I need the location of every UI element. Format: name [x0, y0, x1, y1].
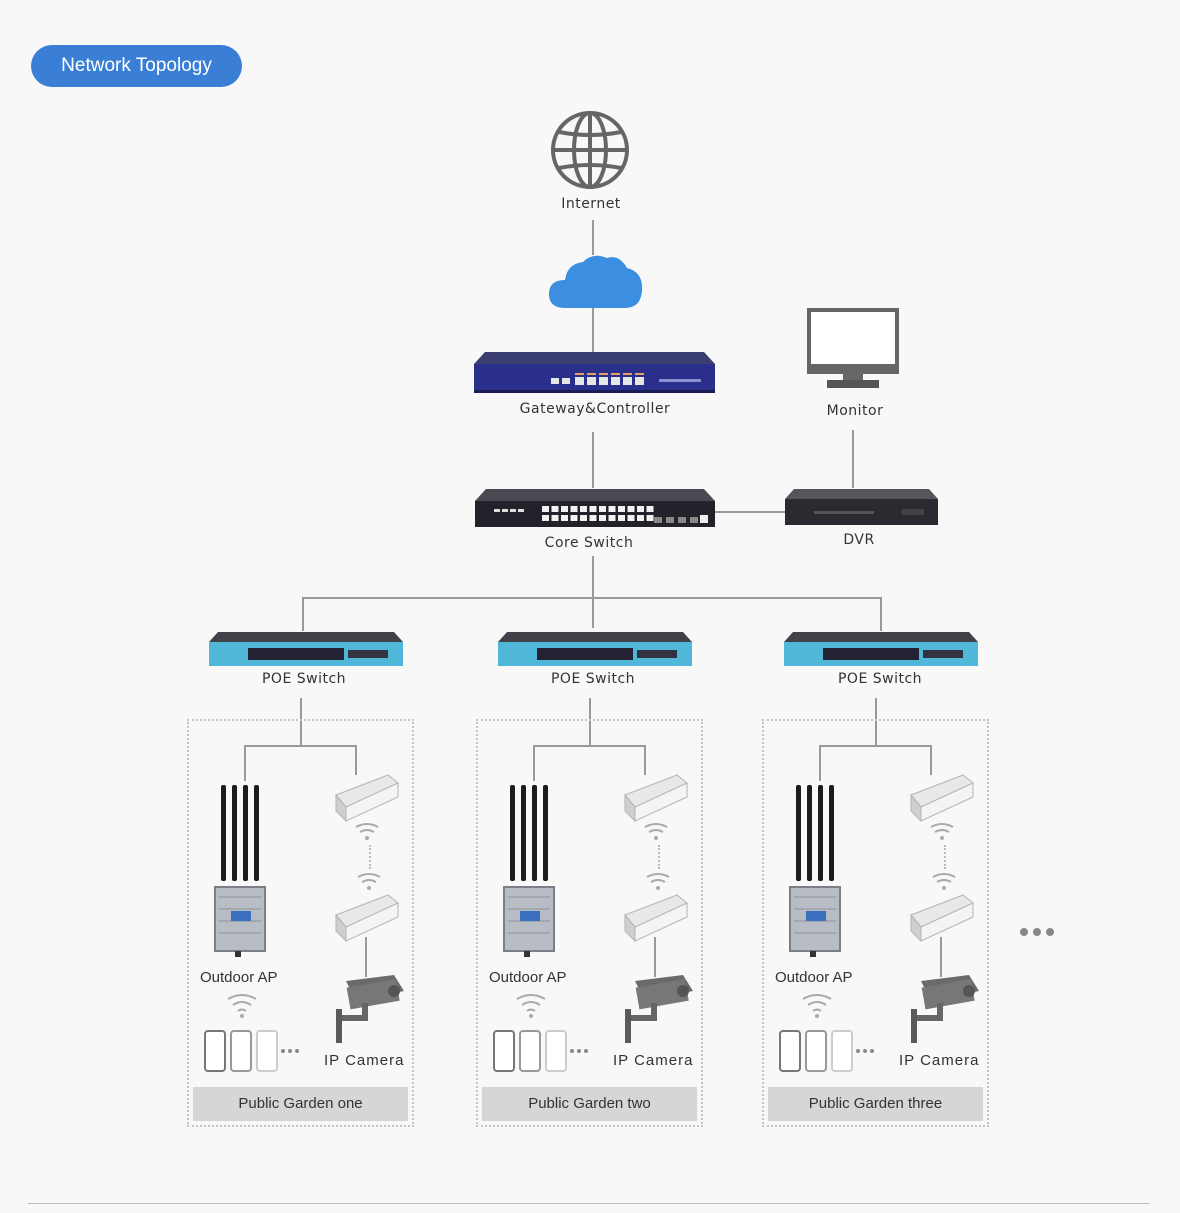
wifi-signal-icon — [357, 873, 381, 890]
outdoor-ap-device — [503, 785, 555, 957]
link-core-dvr — [714, 511, 786, 513]
wifi-signal-icon — [644, 823, 668, 840]
mobile-devices-icon — [204, 1030, 299, 1072]
branch-bridge — [355, 745, 357, 775]
branch-bridge — [644, 745, 646, 775]
wireless-bridge-device — [624, 894, 688, 943]
branch-bar — [533, 745, 646, 747]
monitor-label: Monitor — [826, 403, 884, 419]
wireless-bridge-device — [910, 774, 974, 823]
link-bus-poe1 — [302, 597, 304, 631]
wireless-bridge-device — [335, 774, 399, 823]
ip-camera-icon — [911, 975, 979, 1043]
ip-camera-label: IP Camera — [613, 1052, 694, 1069]
garden-name: Public Garden one — [193, 1087, 408, 1121]
branch-ap — [533, 745, 535, 781]
ip-camera-icon — [336, 975, 404, 1043]
link-poe1-garden — [300, 698, 302, 746]
garden-panel: Outdoor AP IP Camera Public Gar — [187, 719, 414, 1127]
wifi-signal-icon — [802, 994, 832, 1018]
wireless-link — [369, 845, 371, 869]
core-switch-label: Core Switch — [544, 535, 634, 551]
wifi-signal-icon — [932, 873, 956, 890]
garden-name: Public Garden three — [768, 1087, 983, 1121]
outdoor-ap-device — [214, 785, 266, 957]
mobile-devices-icon — [493, 1030, 588, 1072]
dvr-device — [785, 489, 938, 525]
wifi-signal-icon — [227, 994, 257, 1018]
branch-ap — [244, 745, 246, 781]
bridge-to-camera — [365, 937, 367, 977]
core-switch-device — [475, 489, 715, 527]
link-poe3-garden — [875, 698, 877, 746]
wifi-signal-icon — [516, 994, 546, 1018]
poe-switch-device-2 — [498, 632, 692, 666]
wireless-link — [658, 845, 660, 869]
wireless-bridge-device — [335, 894, 399, 943]
outdoor-ap-device — [789, 785, 841, 957]
gateway-device — [474, 352, 715, 393]
wireless-bridge-device — [910, 894, 974, 943]
poe-switch-label-3: POE Switch — [837, 671, 923, 687]
wifi-signal-icon — [646, 873, 670, 890]
link-cloud-gateway — [592, 307, 594, 352]
outdoor-ap-label: Outdoor AP — [200, 969, 278, 986]
ip-camera-label: IP Camera — [899, 1052, 980, 1069]
link-core-down — [592, 556, 594, 628]
branch-ap — [819, 745, 821, 781]
dvr-label: DVR — [843, 532, 875, 548]
wireless-bridge-device — [624, 774, 688, 823]
poe-switch-device-1 — [209, 632, 403, 666]
poe-switch-device-3 — [784, 632, 978, 666]
branch-bar — [819, 745, 932, 747]
wifi-signal-icon — [355, 823, 379, 840]
link-gateway-core — [592, 432, 594, 488]
link-monitor-dvr — [852, 430, 854, 488]
link-internet-cloud — [592, 220, 594, 255]
mobile-devices-icon — [779, 1030, 874, 1072]
page-title: Network Topology — [31, 45, 242, 87]
link-poe-bus — [302, 597, 882, 599]
outdoor-ap-label: Outdoor AP — [489, 969, 567, 986]
link-poe2-garden — [589, 698, 591, 746]
garden-panel: Outdoor AP IP Camera Public Gar — [762, 719, 989, 1127]
garden-panel: Outdoor AP IP Camera Public Gar — [476, 719, 703, 1127]
poe-switch-label-2: POE Switch — [550, 671, 636, 687]
cloud-icon — [549, 255, 643, 308]
link-bus-poe3 — [880, 597, 882, 631]
monitor-icon — [807, 308, 899, 388]
globe-icon — [551, 111, 629, 189]
internet-label: Internet — [561, 196, 621, 212]
bridge-to-camera — [654, 937, 656, 977]
wifi-signal-icon — [930, 823, 954, 840]
branch-bar — [244, 745, 357, 747]
outdoor-ap-label: Outdoor AP — [775, 969, 853, 986]
poe-switch-label-1: POE Switch — [261, 671, 347, 687]
ip-camera-label: IP Camera — [324, 1052, 405, 1069]
ip-camera-icon — [625, 975, 693, 1043]
bridge-to-camera — [940, 937, 942, 977]
footer-divider — [28, 1203, 1150, 1204]
more-dots-icon — [1020, 928, 1054, 936]
garden-name: Public Garden two — [482, 1087, 697, 1121]
wireless-link — [944, 845, 946, 869]
gateway-label: Gateway&Controller — [519, 401, 671, 417]
branch-bridge — [930, 745, 932, 775]
